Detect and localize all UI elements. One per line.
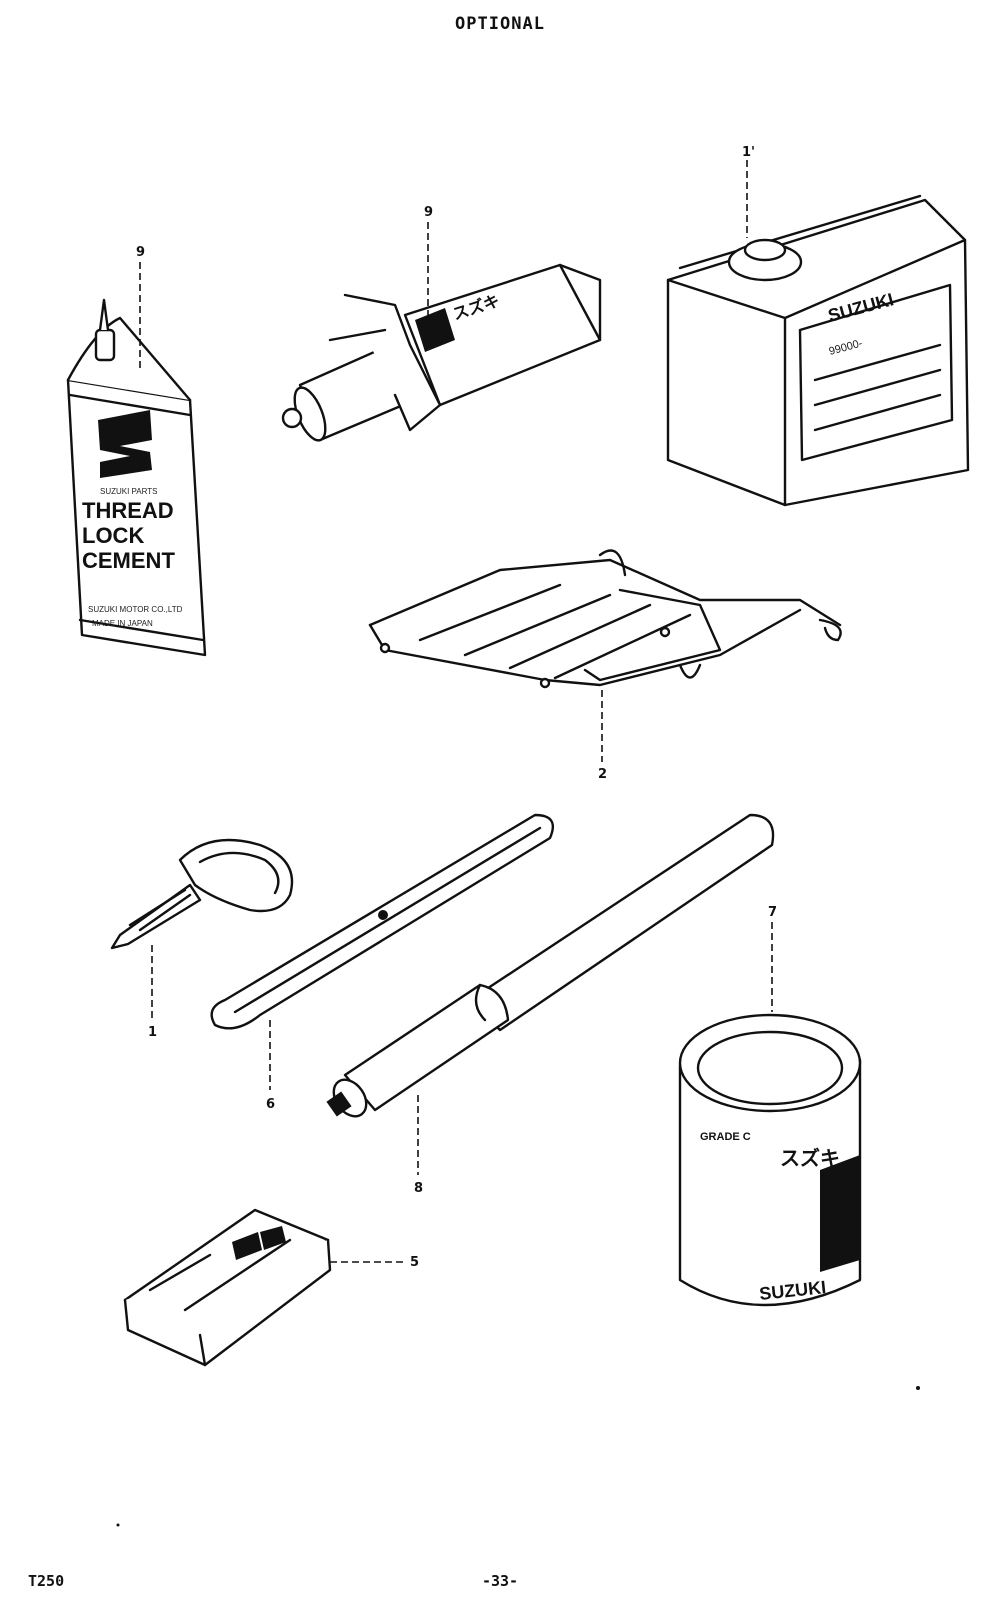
thread-lock-oil-can: SUZUKI PARTS THREAD LOCK CEMENT SUZUKI M… [66,298,207,657]
square-oil-tin: SUZUKI 99000- [666,194,970,507]
oil-can-line3: CEMENT [82,548,175,573]
oil-can-sub: SUZUKI PARTS [100,487,158,496]
grease-line2: スズキ [780,1146,840,1170]
callout-tire-lever: 6 [266,1097,275,1112]
callout-tin-can: 1' [742,145,755,160]
patch-kit-box [123,1208,332,1367]
luggage-rack [368,549,842,689]
oil-can-line2: LOCK [82,523,144,548]
oil-can-maker: SUZUKI MOTOR CO.,LTD [88,605,183,614]
callout-patch-kit: 5 [410,1255,419,1270]
page-number: -33- [481,1572,519,1590]
grease-line1: GRADE C [700,1131,751,1143]
suzuki-logo-icon [98,410,152,478]
page-title: OPTIONAL [455,14,545,34]
callout-rack: 2 [598,767,607,782]
oil-can-made: MADE IN JAPAN [92,619,153,628]
grease-can: GRADE C スズキ SUZUKI [678,1013,862,1307]
cement-tube-and-box: スズキ [281,263,602,442]
callout-cement-tube: 9 [424,205,433,220]
tire-lever [210,813,555,1030]
oil-can-line1: THREAD [82,498,174,523]
air-pump [326,813,775,1118]
callout-key: 1 [148,1025,157,1040]
callout-pump: 8 [414,1181,423,1196]
model-code: T250 [28,1572,65,1590]
suzuki-logo-small-icon [232,1226,286,1260]
callout-oil-can: 9 [136,245,145,260]
ignition-key [110,838,294,950]
callout-grease-can: 7 [768,905,777,920]
